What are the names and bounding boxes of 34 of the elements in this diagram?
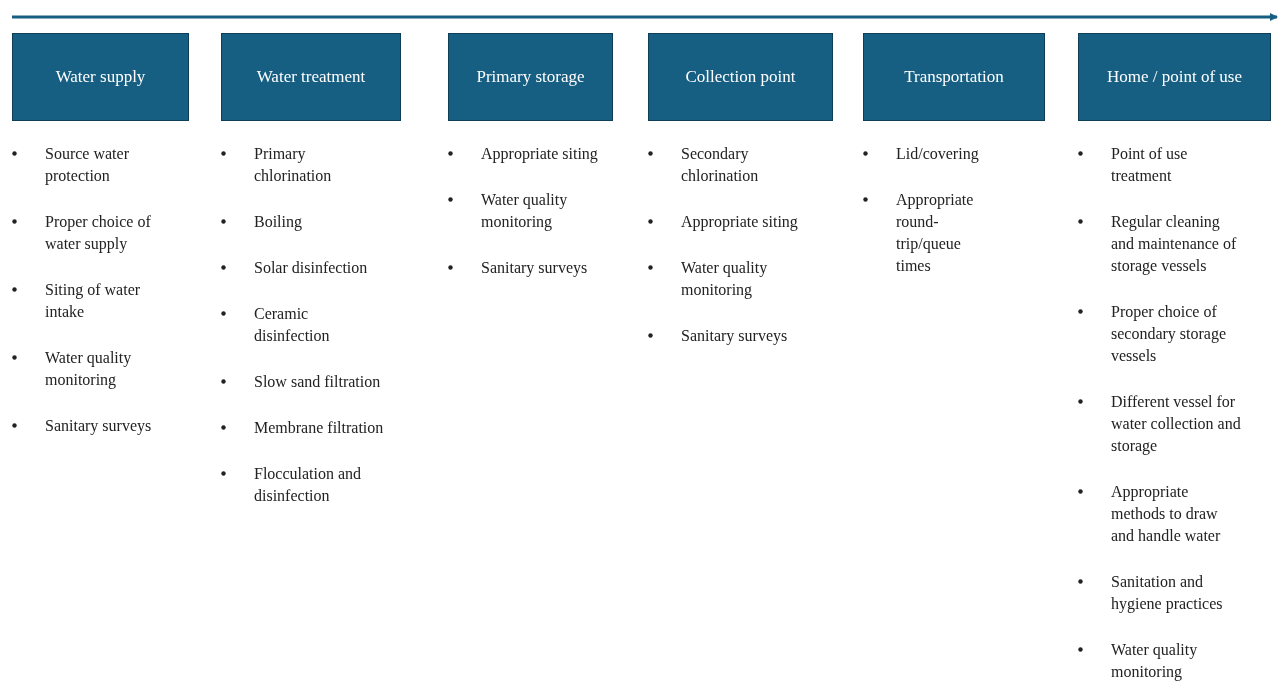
bullet-text: Point of use treatment (1111, 145, 1188, 184)
bullet-text: Appropriate methods to draw and handle water (1111, 483, 1221, 544)
bullet-text: Appropriate siting (481, 145, 598, 162)
bullet-text: Slow sand filtration (254, 373, 381, 390)
bullet-text: Water quality monitoring (681, 259, 768, 298)
bullet-text: Boiling (254, 213, 302, 230)
bullet-text: Secondary chlorination (681, 145, 759, 184)
bullet-text: Appropriate round-trip/queue times (896, 191, 974, 274)
stage-box: Primary storage (448, 33, 613, 121)
bullet-text: Water quality monitoring (45, 349, 132, 388)
bullet-text: Proper choice of water supply (45, 213, 151, 252)
bullet-text: Lid/covering (896, 145, 979, 162)
stage-box: Water treatment (221, 33, 401, 121)
bullet-text: Sanitary surveys (681, 327, 788, 344)
bullet-text: Siting of water intake (45, 281, 141, 320)
bullet-text: Membrane filtration (254, 419, 384, 436)
bullet-text: Water quality monitoring (1111, 641, 1198, 680)
bullet-text: Sanitation and hygiene practices (1111, 573, 1223, 612)
stage-box: Water supply (12, 33, 189, 121)
bullet-text: Sanitary surveys (45, 417, 152, 434)
stage-box: Transportation (863, 33, 1045, 121)
bullet-text: Source water protection (45, 145, 129, 184)
bullet-text: Different vessel for water collection and storage (1111, 393, 1241, 454)
bullet-text: Solar disinfection (254, 259, 368, 276)
bullet-text: Sanitary surveys (481, 259, 588, 276)
stage-box: Home / point of use (1078, 33, 1271, 121)
bullet-text: Primary chlorination (254, 145, 332, 184)
bullet-text: Ceramic disinfection (254, 305, 330, 344)
bullet-text: Appropriate siting (681, 213, 798, 230)
stage-box: Collection point (648, 33, 833, 121)
bullet-text: Flocculation and disinfection (254, 465, 362, 504)
bullet-text: Water quality monitoring (481, 191, 568, 230)
bullet-text: Proper choice of secondary storage vessels (1111, 303, 1227, 364)
bullet-text: Regular cleaning and maintenance of storage vessels (1111, 213, 1237, 274)
